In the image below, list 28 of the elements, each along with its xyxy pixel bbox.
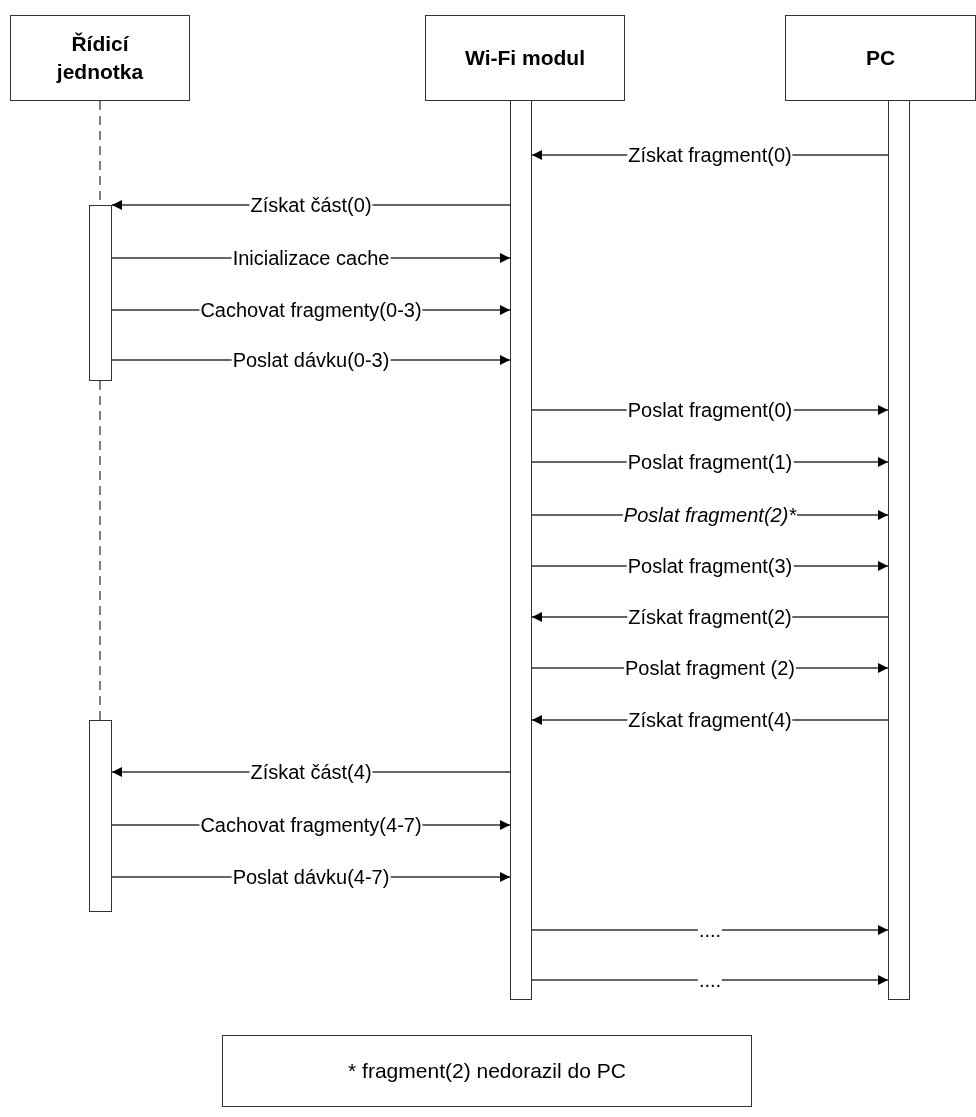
message-label: Získat část(4) [249, 761, 373, 783]
participant-name: PC [865, 44, 896, 71]
message-label: Poslat fragment(0) [626, 399, 794, 421]
message-arrow [531, 925, 889, 935]
message-label: Získat fragment(2) [627, 606, 793, 628]
message-label: Poslat fragment(2)* [622, 504, 798, 526]
participant-box [425, 15, 625, 101]
message-label: Poslat fragment(1) [626, 451, 794, 473]
message-label: Poslat dávku(0-3) [231, 349, 391, 371]
message-arrow [531, 975, 889, 985]
message-label: Získat fragment(4) [627, 709, 793, 731]
message-label: Poslat dávku(4-7) [231, 866, 391, 888]
activation-bar [89, 205, 112, 381]
activation-bar [510, 100, 532, 1000]
note-box [222, 1035, 752, 1107]
activation-bar [888, 100, 910, 1000]
participant-name: Řídicí jednotka [55, 30, 145, 85]
message-label: Poslat fragment(3) [626, 555, 794, 577]
message-label: Získat fragment(0) [627, 144, 793, 166]
participant-box [785, 15, 976, 101]
message-label: Cachovat fragmenty(4-7) [199, 814, 423, 836]
message-label: Poslat fragment (2) [623, 657, 797, 679]
participant-box [10, 15, 190, 101]
activation-bar [89, 720, 112, 912]
participant-name: Wi-Fi modul [465, 44, 585, 71]
note-text: * fragment(2) nedorazil do PC [348, 1059, 626, 1083]
message-label: Získat část(0) [249, 194, 373, 216]
message-label: Cachovat fragmenty(0-3) [199, 299, 423, 321]
